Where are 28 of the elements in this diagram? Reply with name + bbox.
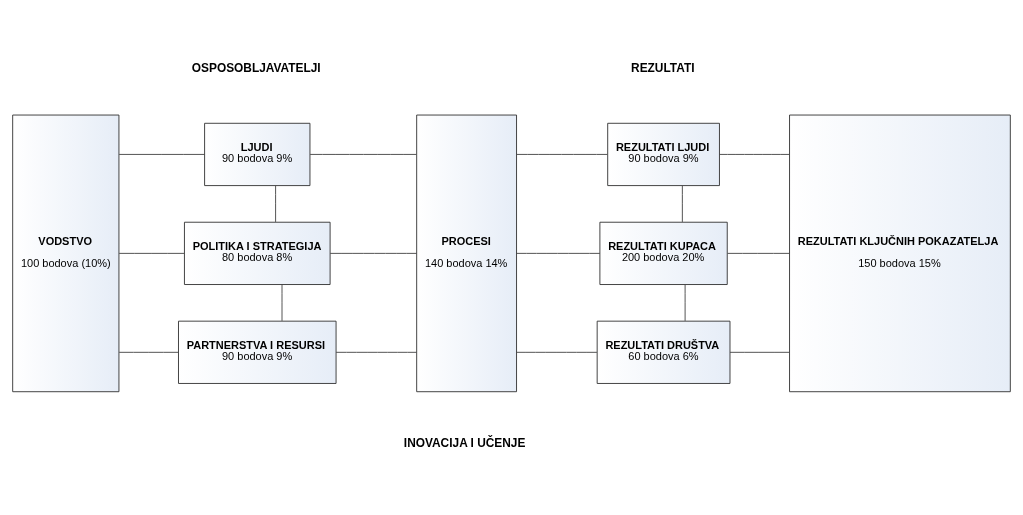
connector <box>681 185 683 223</box>
node-box: REZULTATI KLJUČNIH POKAZATELJA 150 bodova 15% <box>789 114 1011 393</box>
label: REZULTATI <box>631 61 695 76</box>
node-box: REZULTATI KUPACA 200 bodova 20% <box>599 221 728 285</box>
connector <box>309 154 417 155</box>
connector <box>719 154 790 155</box>
node-box: LJUDI 90 bodova 9% <box>204 122 311 187</box>
connector <box>281 284 283 322</box>
connector <box>335 351 418 353</box>
connector <box>118 154 205 155</box>
node-box: PARTNERSTVA I RESURSI 90 bodova 9% <box>178 320 337 384</box>
label: INOVACIJA I UČENJE <box>403 436 526 451</box>
node-box: REZULTATI DRUŠTVA 60 bodova 6% <box>596 320 731 384</box>
connector <box>729 351 790 353</box>
label: OSPOSOBLJAVATELJI <box>191 61 321 76</box>
node-box: POLITIKA I STRATEGIJA 80 bodova 8% <box>184 221 331 285</box>
connector <box>684 284 686 322</box>
connector <box>329 252 418 254</box>
connector <box>275 185 277 223</box>
connector <box>516 351 598 353</box>
connector <box>516 154 608 155</box>
node-box: PROCESI 140 bodova 14% <box>416 114 517 393</box>
node-box: REZULTATI LJUDI 90 bodova 9% <box>607 122 720 187</box>
connector <box>118 252 185 254</box>
connector <box>516 252 601 254</box>
node-box: VODSTVO 100 bodova (10%) <box>12 114 120 393</box>
connector <box>118 351 179 353</box>
connector <box>727 252 790 254</box>
